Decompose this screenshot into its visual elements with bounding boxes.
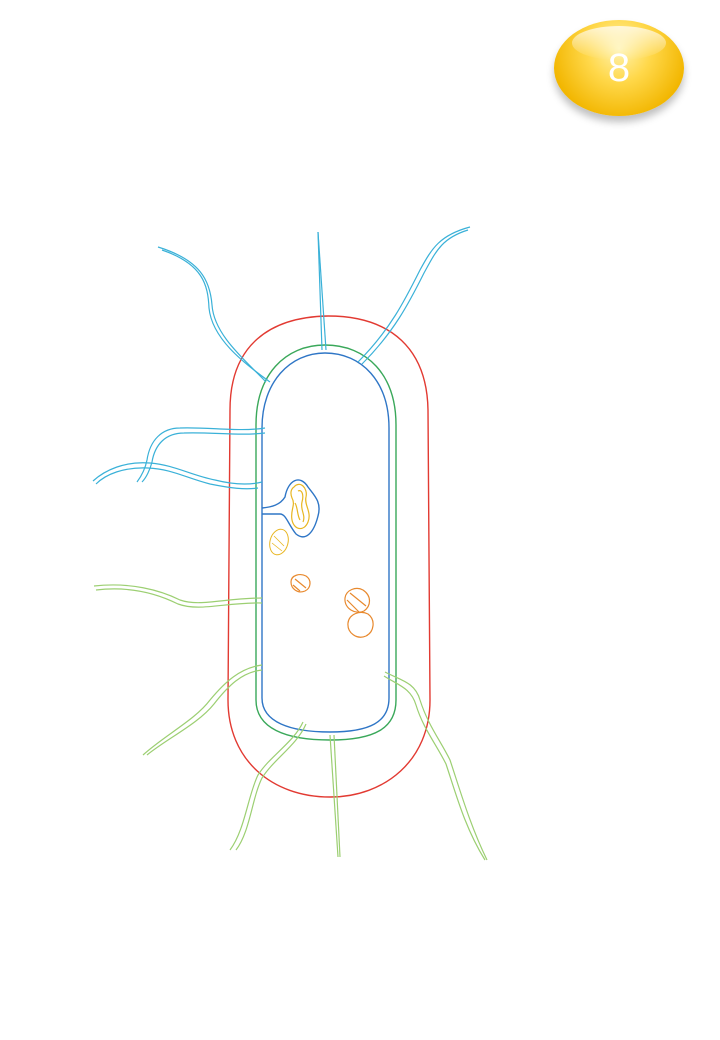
- pili-upper: [92, 226, 471, 490]
- cell-wall: [255, 344, 397, 741]
- nucleoid: [290, 483, 310, 530]
- cell-membrane: [261, 352, 390, 733]
- plasmid: [269, 528, 289, 556]
- capsule-outline: [227, 315, 431, 798]
- plasmid-lines: [271, 535, 285, 552]
- mesosome: [261, 479, 320, 538]
- ribosomes: [290, 574, 374, 638]
- flagella-lower: [93, 584, 488, 861]
- page-number: 8: [607, 46, 631, 90]
- page-number-badge: 8: [554, 20, 684, 116]
